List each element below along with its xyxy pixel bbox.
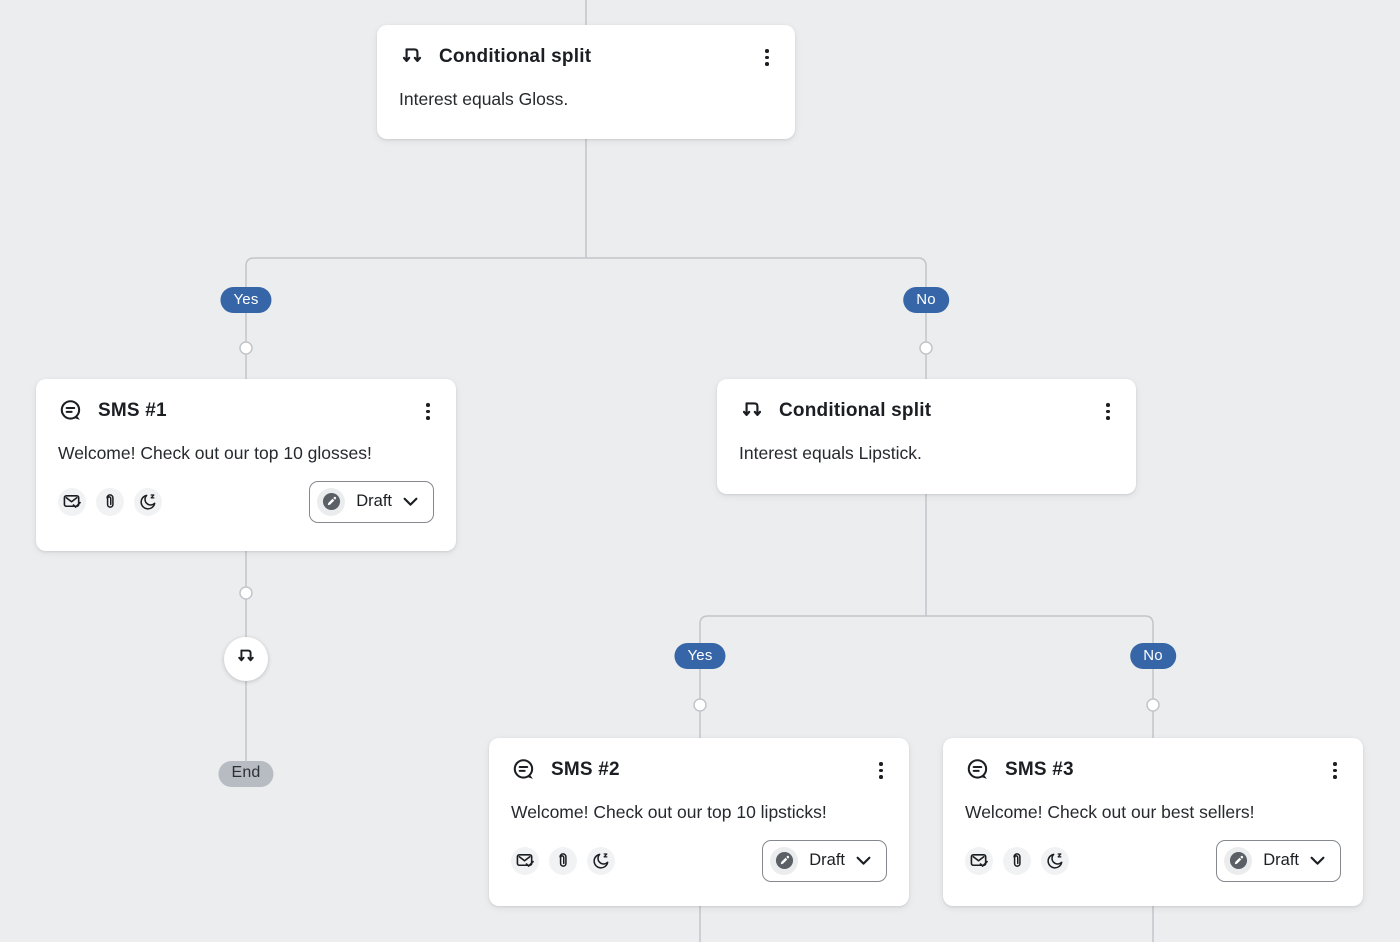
chevron-down-icon (856, 856, 871, 865)
split-icon (739, 398, 765, 424)
node-description: Interest equals Lipstick. (739, 442, 922, 463)
moon-zzz-icon (1041, 846, 1069, 875)
wire-branch1 (245, 257, 927, 379)
connection-point[interactable] (239, 341, 253, 355)
envelope-check-icon (965, 846, 993, 875)
paperclip-icon (1003, 846, 1031, 875)
connection-point[interactable] (693, 698, 707, 712)
kebab-menu-icon[interactable] (761, 43, 773, 72)
draft-pencil-icon (317, 487, 346, 516)
sms-message: Welcome! Check out our best sellers! (965, 801, 1255, 822)
kebab-menu-icon[interactable] (422, 397, 434, 426)
sms-bubble-icon (58, 398, 84, 424)
split-icon (399, 44, 425, 70)
node-title: Conditional split (439, 46, 592, 68)
node-title: SMS #3 (1005, 759, 1074, 781)
node-sms-3[interactable]: SMS #3 Welcome! Check out our best selle… (943, 738, 1363, 906)
node-title: Conditional split (779, 400, 932, 422)
sms-message: Welcome! Check out our top 10 lipsticks! (511, 801, 827, 822)
paperclip-icon (96, 487, 124, 516)
status-dropdown[interactable]: Draft (309, 480, 434, 523)
status-label: Draft (356, 492, 392, 511)
node-conditional-split-2[interactable]: Conditional split Interest equals Lipsti… (717, 379, 1136, 494)
node-description: Interest equals Gloss. (399, 88, 569, 109)
branch-no-badge: No (1130, 643, 1176, 669)
branch-yes-badge: Yes (220, 287, 272, 313)
node-conditional-split-1[interactable]: Conditional split Interest equals Gloss. (377, 25, 795, 139)
chevron-down-icon (403, 497, 418, 506)
end-badge: End (218, 761, 274, 787)
node-sms-1[interactable]: SMS #1 Welcome! Check out our top 10 glo… (36, 379, 456, 551)
wire-branch2 (699, 615, 1154, 738)
paperclip-icon (549, 846, 577, 875)
node-title: SMS #1 (98, 400, 167, 422)
status-label: Draft (809, 851, 845, 870)
sms-bubble-icon (511, 757, 537, 783)
envelope-check-icon (511, 846, 539, 875)
kebab-menu-icon[interactable] (1102, 397, 1114, 426)
connection-point[interactable] (1146, 698, 1160, 712)
moon-zzz-icon (134, 487, 162, 516)
chevron-down-icon (1310, 856, 1325, 865)
status-dropdown[interactable]: Draft (1216, 839, 1341, 882)
node-title: SMS #2 (551, 759, 620, 781)
status-dropdown[interactable]: Draft (762, 839, 887, 882)
envelope-check-icon (58, 487, 86, 516)
draft-pencil-icon (770, 846, 799, 875)
split-mini-node[interactable] (224, 637, 268, 681)
sms-bubble-icon (965, 757, 991, 783)
connection-point[interactable] (239, 586, 253, 600)
node-sms-2[interactable]: SMS #2 Welcome! Check out our top 10 lip… (489, 738, 909, 906)
status-label: Draft (1263, 851, 1299, 870)
branch-no-badge: No (903, 287, 949, 313)
sms-message: Welcome! Check out our top 10 glosses! (58, 442, 372, 463)
kebab-menu-icon[interactable] (875, 756, 887, 785)
kebab-menu-icon[interactable] (1329, 756, 1341, 785)
connection-point[interactable] (919, 341, 933, 355)
draft-pencil-icon (1224, 846, 1253, 875)
branch-yes-badge: Yes (674, 643, 726, 669)
split-icon (235, 646, 257, 673)
moon-zzz-icon (587, 846, 615, 875)
